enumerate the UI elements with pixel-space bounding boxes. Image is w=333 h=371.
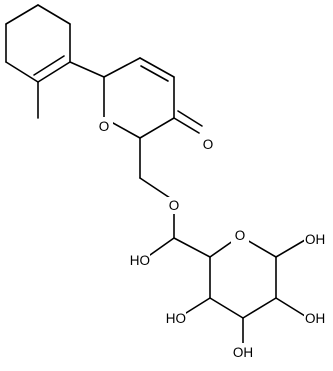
bond-ketone-double-inner [177,110,203,127]
ketone-oxygen-label: O [203,137,214,152]
cyclohexene-ring [5,4,71,119]
side-chain-hydroxyl-label: HO [130,253,150,268]
bond-ketone-double [173,117,200,134]
anomeric-hydroxyl-label: OH [305,232,325,247]
bond-c1s-oh [275,239,306,258]
ring-oxygen-pyranone-label: O [99,119,110,134]
bond-ch-c5s [173,237,211,258]
bond-c3s-c4s [209,297,244,319]
bond-ch-oh [149,237,175,256]
bond-c1-c2-double [37,61,71,83]
c3-hydroxyl-label: OH [233,345,253,360]
bond-c6p-c5p [103,57,141,78]
ether-oxygen-label: O [169,198,180,213]
bond-c5p-c4p-double [139,57,175,78]
bond-c4s-oh [185,297,211,314]
ring-oxygen-sugar-label: O [235,228,246,243]
c4-hydroxyl-label: HO [166,311,186,326]
bond-ring-link [69,61,105,78]
bond-ch2-o [139,177,171,199]
c2-hydroxyl-label: OH [305,311,325,326]
bond-c2s-c3s [242,297,277,319]
atom-labels: O O O O OH OH OH HO HO [95,117,332,360]
bond-c1-c2-double-inner [33,55,65,76]
bond-c2-c3 [5,61,39,83]
pyranone-ring [103,57,175,139]
pyranose-ring [209,235,277,319]
bond-c5p-c4p-double-inner [140,65,169,82]
bond-c5-c6 [37,4,71,25]
bond-c2s-oh [275,297,306,317]
bond-c3p-c2p [139,117,175,139]
bond-c4-c5 [5,4,39,25]
